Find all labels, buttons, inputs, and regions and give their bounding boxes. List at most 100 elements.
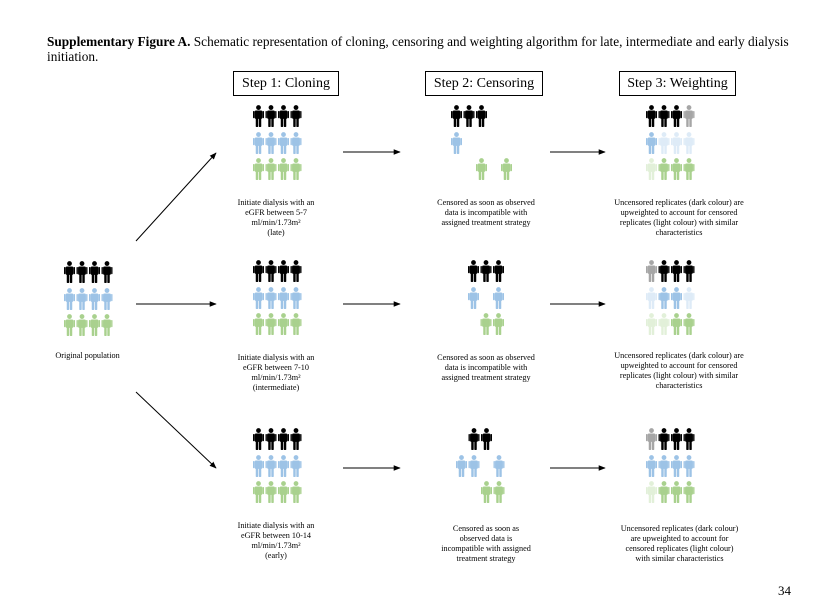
person-icon	[658, 260, 670, 282]
step-1-box: Step 1: Cloning	[233, 71, 339, 96]
label-line: ml/min/1.73m²	[251, 541, 301, 550]
label-line: eGFR between 5-7	[245, 208, 307, 217]
person-icon	[476, 105, 487, 127]
person-icon	[481, 428, 492, 450]
person-icon	[646, 428, 657, 450]
person-icon	[64, 288, 75, 310]
label-line: characteristics	[655, 381, 703, 390]
person-icon	[468, 287, 479, 309]
person-icon	[101, 288, 113, 310]
person-icon	[290, 105, 302, 127]
person-icon	[265, 313, 277, 335]
person-icon	[290, 455, 302, 477]
person-icon	[89, 314, 100, 336]
label-line: Uncensored replicates (dark colour) are	[614, 351, 744, 360]
label-line: upweighted to account for censored	[620, 208, 738, 217]
person-icon	[278, 481, 289, 503]
person-icon	[658, 455, 670, 477]
person-icon	[468, 428, 480, 450]
person-icon	[265, 428, 277, 450]
person-icon	[501, 158, 512, 180]
person-icon	[480, 313, 492, 335]
person-icon	[64, 261, 75, 283]
person-icon	[278, 260, 289, 282]
label-line: are upweighted to account for	[630, 534, 729, 543]
people-group-late-censor	[451, 105, 512, 180]
person-icon	[671, 481, 682, 503]
person-icon	[253, 313, 264, 335]
person-icon	[683, 455, 695, 477]
label-line: replicates (light colour) with similar	[619, 218, 739, 227]
person-icon	[683, 260, 695, 282]
label-line: Initiate dialysis with an	[237, 353, 315, 362]
label-line: Initiate dialysis with an	[237, 521, 315, 530]
person-icon	[493, 481, 505, 503]
person-icon	[253, 260, 264, 282]
person-icon	[658, 287, 670, 309]
person-icon	[493, 455, 505, 477]
person-icon	[253, 287, 264, 309]
step-3-box: Step 3: Weighting	[619, 71, 736, 96]
person-icon	[683, 105, 695, 127]
label-line: incompatible with assigned	[441, 544, 531, 553]
person-icon	[253, 132, 264, 154]
person-icon	[278, 158, 289, 180]
label-line: ml/min/1.73m²	[251, 373, 301, 382]
step-2-box: Step 2: Censoring	[425, 71, 543, 96]
people-group-late-clone	[253, 105, 302, 180]
label-line: data is incompatible with	[444, 363, 528, 372]
person-icon	[278, 105, 289, 127]
person-icon	[101, 314, 113, 336]
person-icon	[265, 158, 277, 180]
person-icon	[89, 288, 100, 310]
person-icon	[290, 287, 302, 309]
person-icon	[253, 428, 264, 450]
person-icon	[64, 314, 75, 336]
person-icon	[671, 260, 682, 282]
label-line: upweighted to account for censored	[620, 361, 738, 370]
arrow-original-to-late	[135, 152, 217, 242]
person-icon	[278, 455, 289, 477]
people-group-intermediate-weight	[646, 260, 695, 335]
label-line: (early)	[265, 551, 287, 560]
label-line: Censored as soon as	[452, 524, 520, 533]
label-line: censored replicates (light colour)	[625, 544, 734, 553]
label-line: assigned treatment strategy	[441, 373, 531, 382]
person-icon	[646, 287, 657, 309]
person-icon	[480, 260, 492, 282]
person-icon	[476, 158, 487, 180]
label-line: Censored as soon as observed	[437, 353, 535, 362]
person-icon	[671, 428, 682, 450]
person-icon	[646, 313, 657, 335]
person-icon	[646, 132, 657, 154]
people-group-late-weight	[646, 105, 695, 180]
people-group-original	[64, 261, 113, 336]
person-icon	[89, 261, 100, 283]
label-line: observed data is	[459, 534, 513, 543]
label-line: Uncensored replicates (dark colour) are	[614, 198, 744, 207]
person-icon	[646, 260, 657, 282]
weight-label-early: Uncensored replicates (dark colour)are u…	[602, 524, 757, 564]
arrow-original-to-early	[135, 391, 217, 469]
person-icon	[290, 428, 302, 450]
label-line: data is incompatible with	[444, 208, 528, 217]
person-icon	[646, 158, 657, 180]
label-line: with similar characteristics	[635, 554, 724, 563]
person-icon	[658, 105, 670, 127]
person-icon	[265, 481, 277, 503]
person-icon	[658, 158, 670, 180]
person-icon	[76, 288, 88, 310]
figure-caption-text: Schematic representation of cloning, cen…	[47, 34, 789, 64]
page-number: 34	[778, 583, 791, 598]
person-icon	[671, 105, 682, 127]
label-line: Censored as soon as observed	[437, 198, 535, 207]
person-icon	[658, 313, 670, 335]
label-line: treatment strategy	[456, 554, 516, 563]
person-icon	[468, 260, 479, 282]
person-icon	[671, 132, 682, 154]
